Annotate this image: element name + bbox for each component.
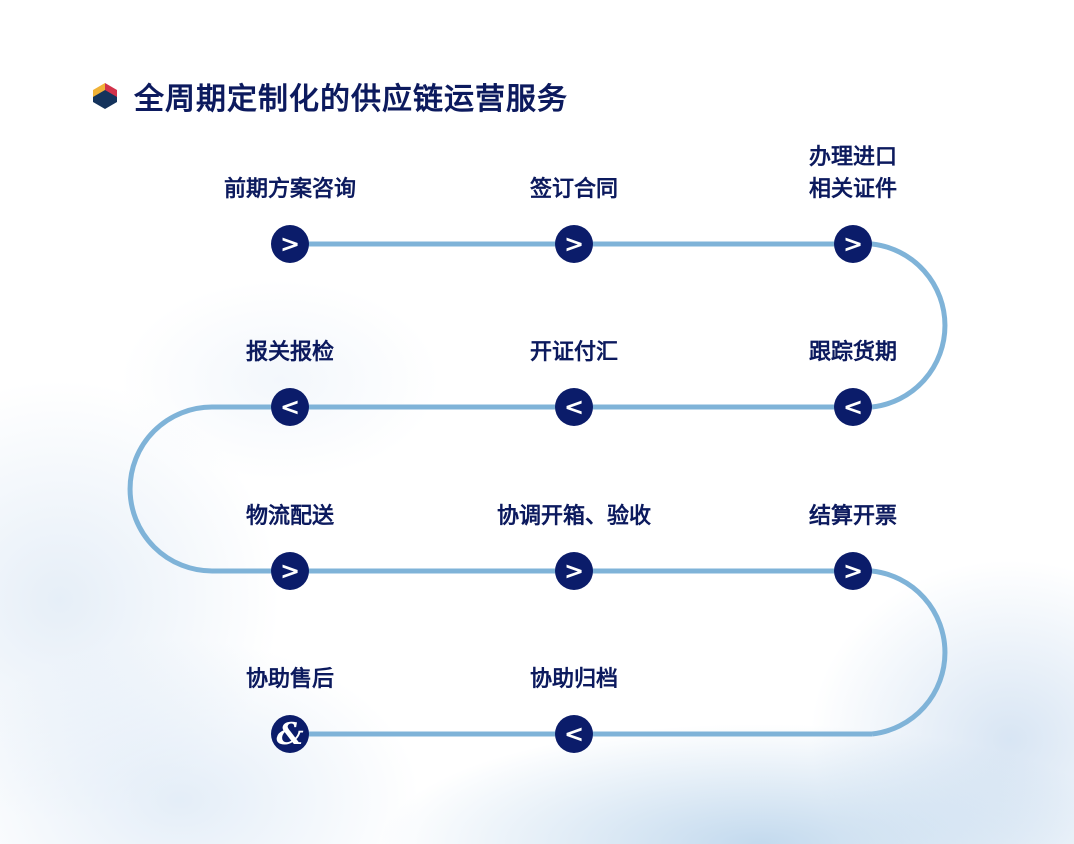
step-label-line: 相关证件	[808, 177, 898, 202]
chevron-right-icon[interactable]: >	[555, 552, 593, 590]
chevron-right-icon[interactable]: >	[834, 225, 872, 263]
path-row-1	[290, 241, 948, 410]
step-label: 结算开票	[809, 501, 897, 533]
path-row-2	[127, 404, 872, 574]
logo-facet-bottom	[93, 90, 117, 109]
step-label-line: 结算开票	[808, 504, 898, 529]
ampersand-icon[interactable]: &	[271, 715, 309, 753]
step-label-line: 开证付汇	[529, 340, 619, 365]
step-label-line: 协调开箱、验收	[496, 504, 652, 529]
hexagon-logo-icon	[93, 83, 117, 109]
chevron-left-icon[interactable]: <	[834, 388, 872, 426]
step-label: 办理进口相关证件	[809, 142, 897, 206]
step-label: 签订合同	[530, 174, 618, 206]
step-label: 前期方案咨询	[224, 174, 356, 206]
step-label-line: 办理进口	[808, 145, 898, 170]
chevron-left-icon[interactable]: <	[271, 388, 309, 426]
step-label-line: 签订合同	[529, 177, 619, 202]
chevron-right-icon[interactable]: >	[834, 552, 872, 590]
step-label: 协助归档	[530, 664, 618, 696]
step-label-line: 协助归档	[529, 667, 619, 692]
step-label: 物流配送	[246, 501, 334, 533]
step-label-line: 跟踪货期	[808, 340, 898, 365]
step-label: 开证付汇	[530, 337, 618, 369]
path-row-3	[212, 568, 948, 737]
chevron-left-icon[interactable]: <	[555, 388, 593, 426]
step-label: 跟踪货期	[809, 337, 897, 369]
step-label: 协调开箱、验收	[497, 501, 651, 533]
step-label-line: 前期方案咨询	[223, 177, 357, 202]
step-label: 协助售后	[246, 664, 334, 696]
chevron-left-icon[interactable]: <	[555, 715, 593, 753]
chevron-right-icon[interactable]: >	[555, 225, 593, 263]
chevron-right-icon[interactable]: >	[271, 225, 309, 263]
step-label-line: 物流配送	[245, 504, 335, 529]
page-title: 全周期定制化的供应链运营服务	[134, 82, 568, 117]
page-header: 全周期定制化的供应链运营服务	[92, 76, 568, 117]
step-label-line: 协助售后	[245, 667, 335, 692]
step-label: 报关报检	[246, 337, 334, 369]
chevron-right-icon[interactable]: >	[271, 552, 309, 590]
step-label-line: 报关报检	[245, 340, 335, 365]
